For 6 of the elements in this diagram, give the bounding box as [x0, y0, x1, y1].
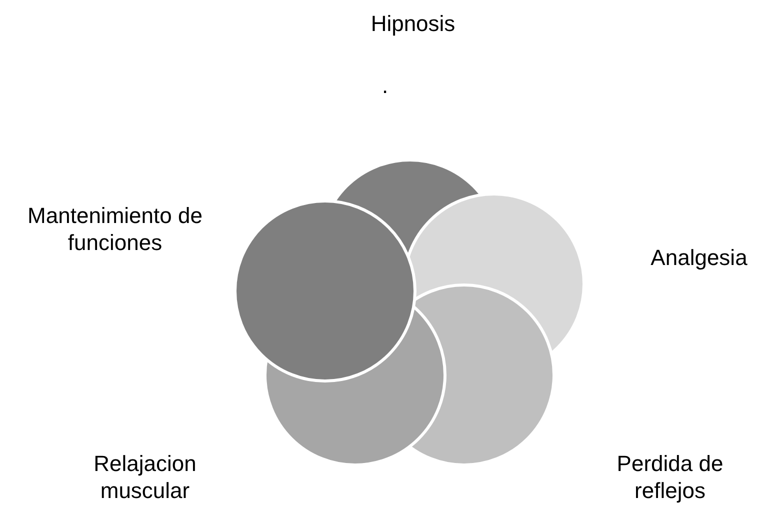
circle-caption: Mantenimiento de funciones [26, 202, 204, 256]
circle-caption: Relajacion muscular [92, 450, 198, 504]
circle-caption: Analgesia [650, 244, 748, 271]
circle-caption: . [380, 72, 390, 99]
circle-caption: Perdida de reflejos [616, 450, 724, 504]
circle-caption: Hipnosis [370, 10, 456, 37]
